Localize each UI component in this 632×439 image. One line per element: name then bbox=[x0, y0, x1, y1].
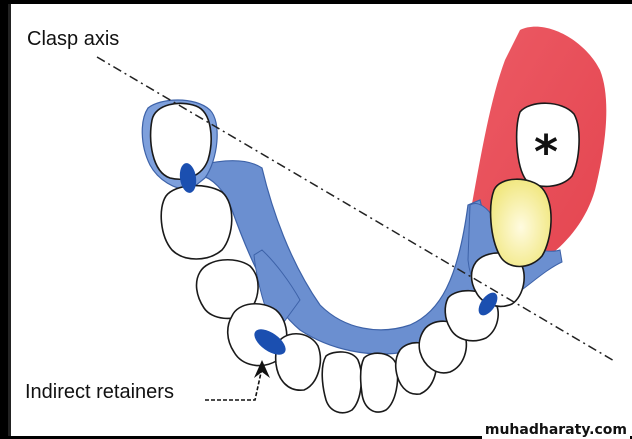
tooth-central-incisor-left bbox=[322, 352, 361, 413]
asterisk-marker: * bbox=[534, 125, 558, 179]
tooth-central-incisor-right bbox=[361, 353, 398, 412]
site-watermark: muhadharaty.com bbox=[482, 420, 630, 439]
tooth-left-premolar-1 bbox=[161, 186, 232, 259]
tooth-yellow-abutment bbox=[491, 179, 551, 266]
clasp-axis-label: Clasp axis bbox=[27, 28, 119, 51]
indirect-retainers-label: Indirect retainers bbox=[25, 381, 174, 404]
tooth-left-molar bbox=[151, 103, 212, 179]
indirect-retainer-leader bbox=[205, 368, 262, 400]
